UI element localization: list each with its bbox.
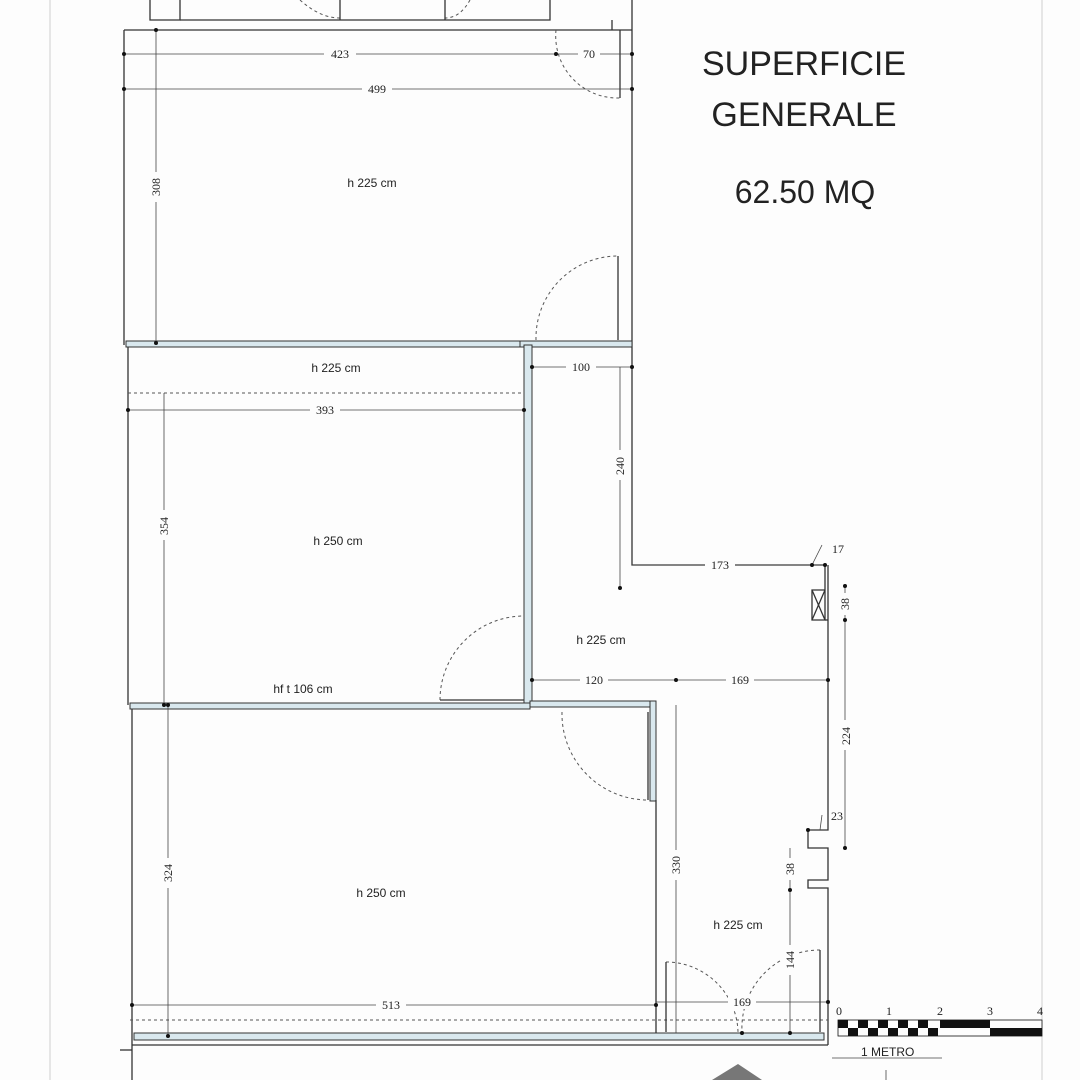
room-label-middle: h 250 cm <box>313 534 362 548</box>
title-line-2: GENERALE <box>711 96 896 134</box>
room-label-corridor: h 225 cm <box>311 361 360 375</box>
area-title-block: SUPERFICIE GENERALE 62.50 MQ <box>702 45 906 210</box>
dim-120: 120 <box>585 673 603 687</box>
scale-label: 1 METRO <box>861 1045 914 1059</box>
window-label: hf t 106 cm <box>273 682 332 696</box>
dim-173: 173 <box>711 558 729 572</box>
dim-23: 23 <box>831 809 843 823</box>
top-cutoff-structure <box>124 0 633 31</box>
outer-walls <box>123 30 829 1045</box>
dimension-labels: 423 70 499 308 100 393 240 354 173 17 38… <box>148 46 854 1012</box>
dim-499: 499 <box>368 82 386 96</box>
dim-513: 513 <box>382 998 400 1012</box>
dim-169-lower: 169 <box>733 995 751 1009</box>
dim-240: 240 <box>613 457 627 475</box>
door-swings <box>439 29 821 1033</box>
dim-423: 423 <box>331 47 349 61</box>
dim-354: 354 <box>157 517 171 535</box>
partition-bottom <box>132 800 828 1046</box>
dim-393: 393 <box>316 403 334 417</box>
dim-38-upper: 38 <box>838 598 852 610</box>
dim-308: 308 <box>149 178 163 196</box>
partition-top <box>125 340 633 348</box>
scale-tick-0: 0 <box>836 1004 842 1018</box>
scale-tick-3: 3 <box>987 1004 993 1018</box>
scale-bar: 0 1 2 3 4 1 METRO <box>832 1004 1043 1080</box>
dim-330: 330 <box>669 856 683 874</box>
scale-bar-pattern <box>837 1019 1043 1037</box>
dim-100: 100 <box>572 360 590 374</box>
room-label-hall: h 225 cm <box>576 633 625 647</box>
dim-169-upper: 169 <box>731 673 749 687</box>
scale-tick-4: 4 <box>1037 1004 1043 1018</box>
dim-324: 324 <box>161 864 175 882</box>
dim-224: 224 <box>839 727 853 745</box>
room-label-entrance: h 225 cm <box>713 918 762 932</box>
dim-17: 17 <box>832 542 844 556</box>
room-label-bottom: h 250 cm <box>356 886 405 900</box>
room-label-top: h 225 cm <box>347 176 396 190</box>
dimension-dots <box>122 28 847 1038</box>
title-line-1: SUPERFICIE <box>702 45 906 83</box>
scale-tick-1: 1 <box>886 1004 892 1018</box>
north-arrow-icon <box>712 1064 762 1080</box>
partition-middle <box>129 700 657 802</box>
scale-tick-2: 2 <box>937 1004 943 1018</box>
dim-144: 144 <box>783 951 797 969</box>
dim-38-lower: 38 <box>783 863 797 875</box>
room-labels: h 225 cm h 225 cm h 250 cm h 225 cm hf t… <box>273 176 762 932</box>
partition-vertical <box>523 344 533 706</box>
dim-70: 70 <box>583 47 595 61</box>
area-value: 62.50 MQ <box>735 174 876 210</box>
